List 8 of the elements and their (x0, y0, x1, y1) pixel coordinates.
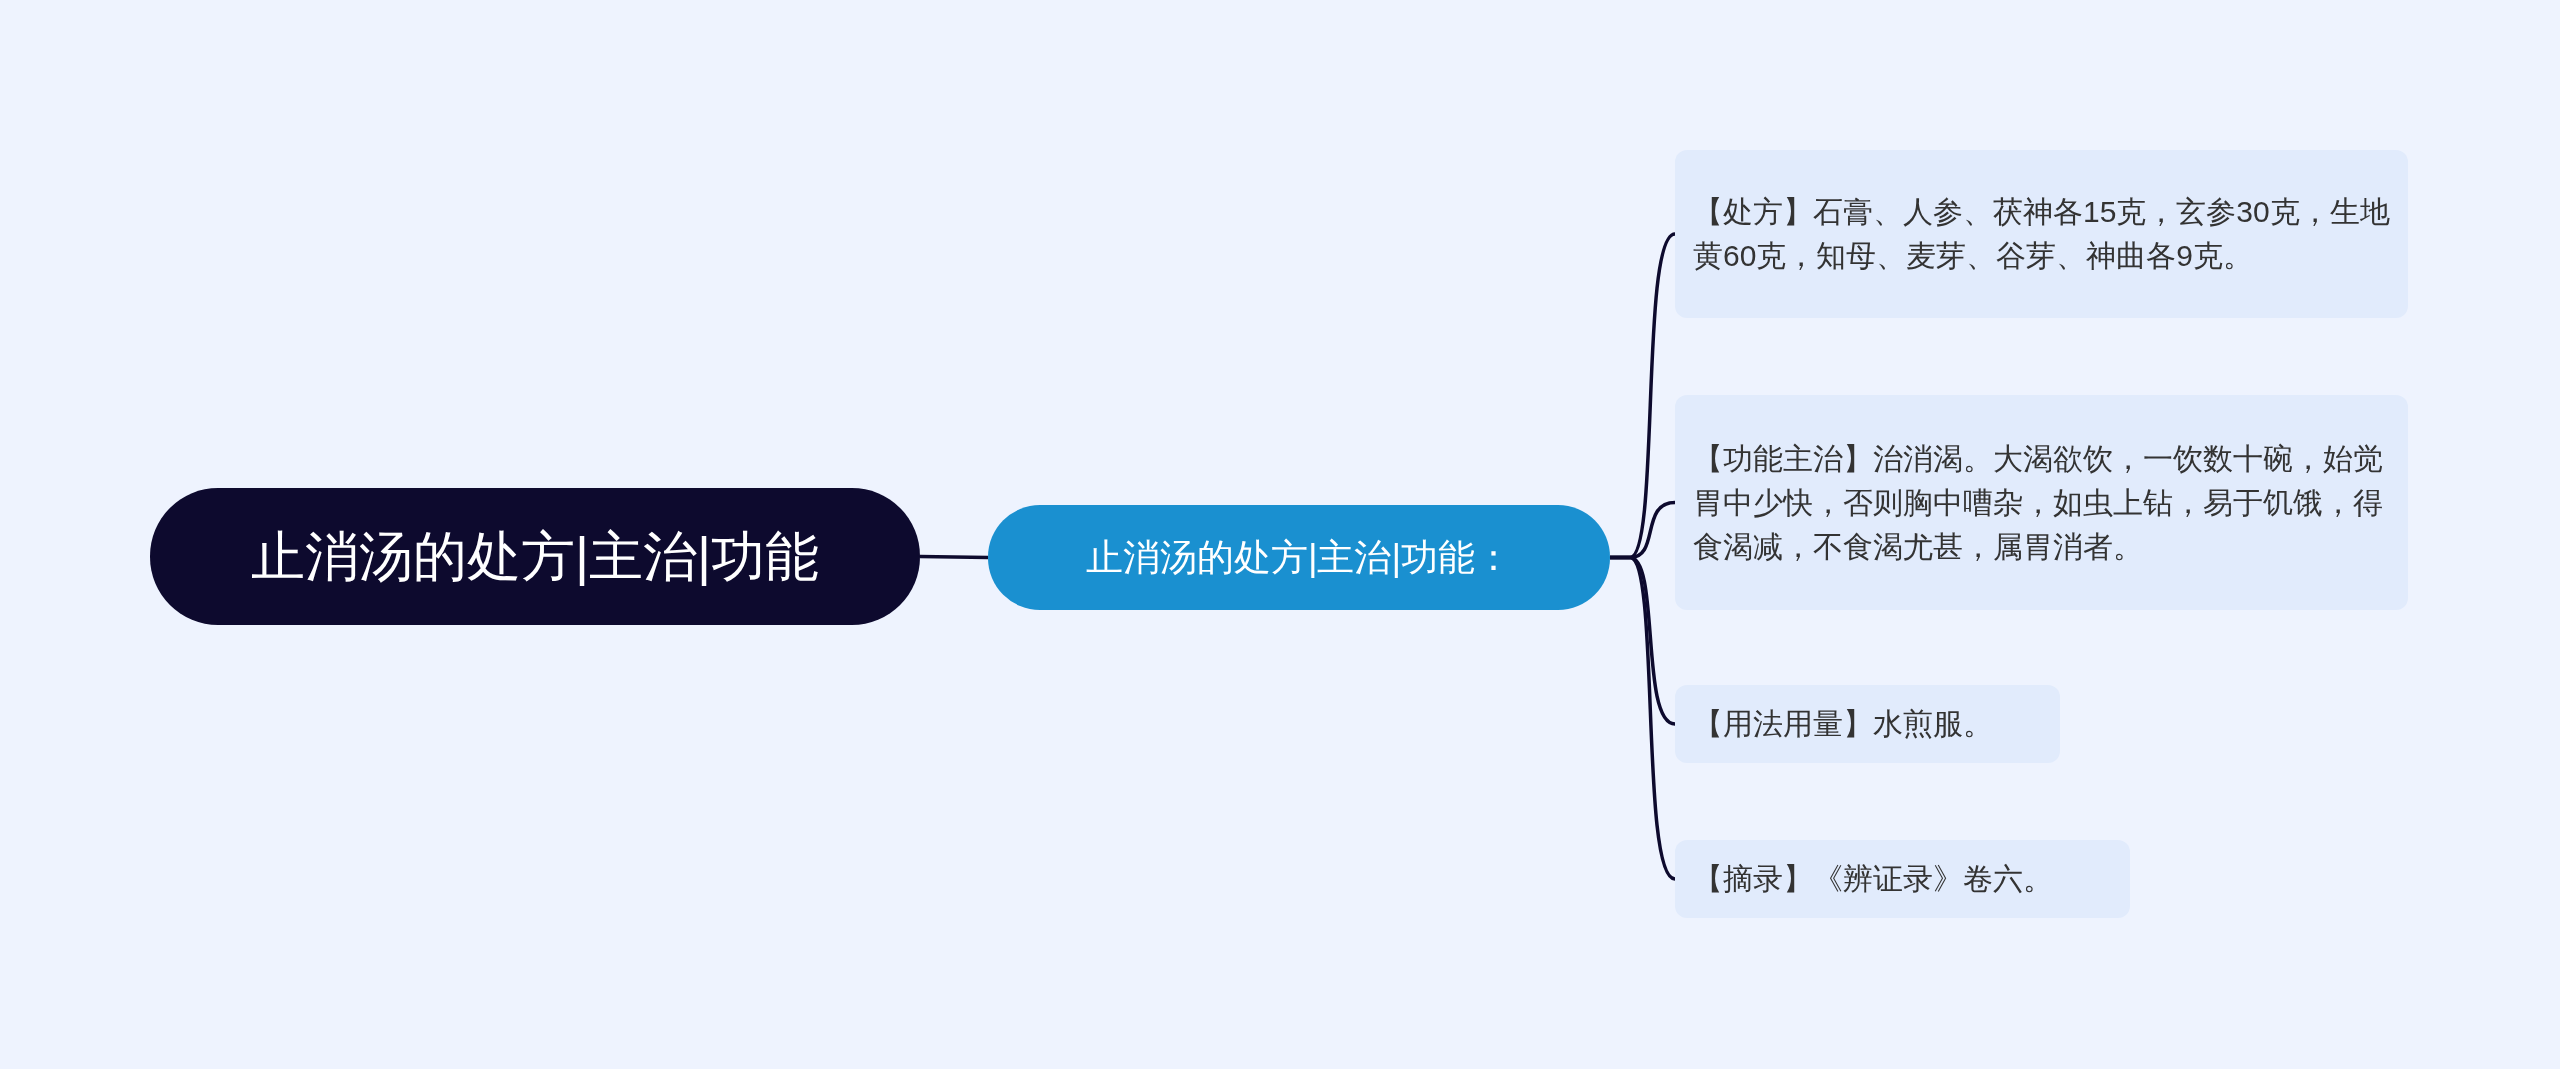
main-topic: 止消汤的处方|主治|功能： (988, 505, 1610, 610)
subtopic-card: 【摘录】《辨证录》卷六。 (1675, 840, 2130, 918)
root-topic: 止消汤的处方|主治|功能 (150, 488, 920, 625)
subtopic-card: 【功能主治】治消渴。大渴欲饮，一饮数十碗，始觉胃中少快，否则胸中嘈杂，如虫上钻，易于饥饿，得食渴减，不食渴尤甚，属胃消者。 (1675, 395, 2408, 610)
subtopic-card: 【用法用量】水煎服。 (1675, 685, 2060, 763)
connector-line (1610, 555, 1677, 881)
connector-line (919, 554, 989, 560)
subtopic-card: 【处方】石膏、人参、茯神各15克，玄参30克，生地黄60克，知母、麦芽、谷芽、神曲各9克。 (1675, 150, 2408, 318)
